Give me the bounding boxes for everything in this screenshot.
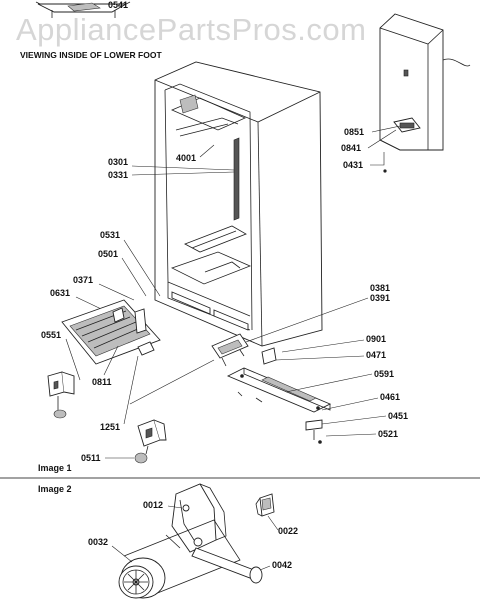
front-leveling-leg xyxy=(47,371,75,419)
callout-0471: 0471 xyxy=(366,350,386,360)
lower-foot-inset xyxy=(35,1,131,18)
callout-0461: 0461 xyxy=(380,392,400,402)
inset-caption: VIEWING INSIDE OF LOWER FOOT xyxy=(20,50,162,60)
callout-0501: 0501 xyxy=(98,249,118,259)
callout-0901: 0901 xyxy=(366,334,386,344)
toe-grille xyxy=(61,299,161,365)
roller-assembly xyxy=(118,483,275,599)
callout-0381: 0381 xyxy=(370,283,390,293)
rear-leveling-screw xyxy=(305,419,323,444)
callout-0391: 0391 xyxy=(370,293,390,303)
callout-0541: 0541 xyxy=(108,0,128,10)
image-label-2: Image 2 xyxy=(38,484,72,494)
drain-pan-bracket xyxy=(211,333,249,367)
rear-base-rail xyxy=(226,367,332,413)
callout-0531: 0531 xyxy=(100,230,120,240)
callout-4001: 4001 xyxy=(176,153,196,163)
callout-0032: 0032 xyxy=(88,537,108,547)
callout-0631: 0631 xyxy=(50,288,70,298)
image-label-1: Image 1 xyxy=(38,463,72,473)
callout-0551: 0551 xyxy=(41,330,61,340)
callout-1251: 1251 xyxy=(100,422,120,432)
callout-0331: 0331 xyxy=(108,170,128,180)
callout-0451: 0451 xyxy=(388,411,408,421)
callout-0851: 0851 xyxy=(344,127,364,137)
callout-0811: 0811 xyxy=(92,377,112,387)
rear-roller-bracket xyxy=(134,419,167,464)
callout-0841: 0841 xyxy=(341,143,361,153)
cabinet-rear-inset xyxy=(379,13,471,151)
refrigerator-cabinet xyxy=(154,61,323,347)
callout-0012: 0012 xyxy=(143,500,163,510)
callout-0371: 0371 xyxy=(73,275,93,285)
watermark: AppliancePartsPros.com xyxy=(16,12,366,47)
callout-0022: 0022 xyxy=(278,526,298,536)
callout-0301: 0301 xyxy=(108,157,128,167)
callout-0511: 0511 xyxy=(81,453,101,463)
callout-0521: 0521 xyxy=(378,429,398,439)
callout-0042: 0042 xyxy=(272,560,292,570)
callout-0431: 0431 xyxy=(343,160,363,170)
callout-0591: 0591 xyxy=(374,369,394,379)
